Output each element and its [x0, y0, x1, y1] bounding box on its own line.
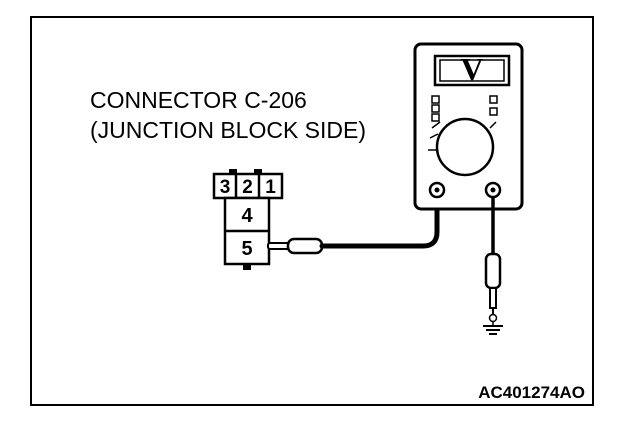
meter-mode-button	[431, 104, 440, 113]
pin-5-label: 5	[241, 238, 252, 260]
meter-display	[433, 54, 511, 87]
meter-voltage-symbol: V	[460, 51, 483, 87]
test-lead-wire	[319, 187, 440, 249]
pin-3-label: 3	[220, 177, 231, 198]
ground-probe	[484, 252, 502, 323]
figure-code: AC401274AO	[478, 383, 585, 402]
pin-4-label: 4	[241, 205, 253, 227]
test-probe	[267, 237, 324, 255]
pin-1-label: 1	[265, 177, 276, 198]
meter-mode-button	[489, 107, 498, 116]
pin-2-label: 2	[242, 177, 253, 198]
meter-mode-button	[431, 95, 440, 104]
voltmeter: V	[413, 42, 524, 211]
meter-mode-button	[431, 113, 440, 122]
ground-icon	[483, 321, 503, 335]
connector-title-line2: (JUNCTION BLOCK SIDE)	[90, 117, 366, 143]
diagram-frame	[30, 16, 594, 406]
connector-c206: 3 2 1 4 5	[212, 169, 284, 270]
meter-mode-button	[489, 95, 498, 104]
meter-selector-knob	[435, 117, 495, 177]
connector-title-line1: CONNECTOR C-206	[90, 87, 307, 113]
